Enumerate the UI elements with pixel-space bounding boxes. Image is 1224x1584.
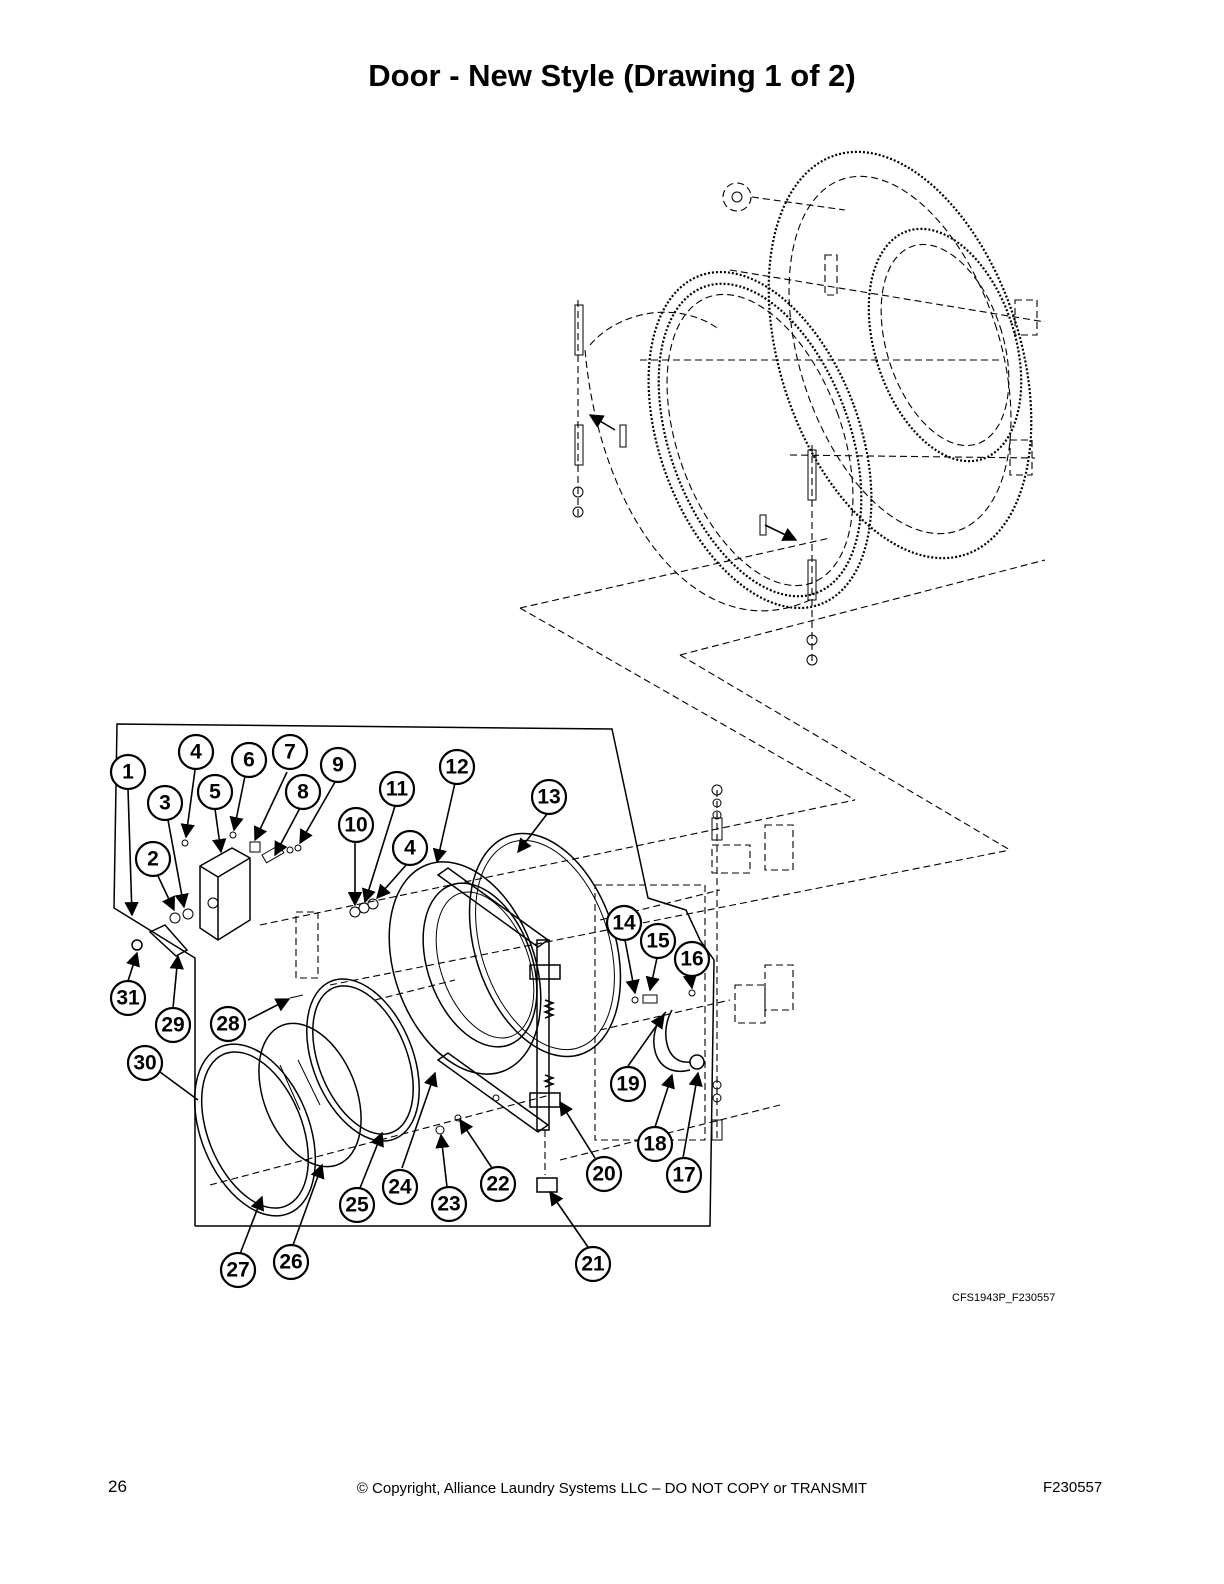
svg-text:15: 15	[646, 930, 670, 953]
callout-3: 3	[146, 784, 184, 822]
svg-text:25: 25	[345, 1194, 369, 1217]
svg-text:13: 13	[537, 786, 560, 809]
assembly-guide-lines	[209, 799, 1011, 1186]
svg-text:6: 6	[243, 749, 255, 772]
callout-20: 20	[585, 1155, 623, 1193]
svg-text:4: 4	[404, 837, 416, 860]
callout-18: 18	[636, 1125, 674, 1163]
callout-29: 29	[154, 1006, 192, 1044]
page-number: 26	[108, 1477, 127, 1496]
callout-4: 4	[177, 733, 215, 771]
callout-12: 12	[438, 748, 476, 786]
svg-text:4: 4	[190, 741, 202, 764]
document-number: F230557	[1043, 1479, 1103, 1496]
drawing-code: CFS1943P_F230557	[952, 1292, 1056, 1304]
callout-1: 1	[109, 753, 147, 791]
callout-31: 31	[109, 979, 147, 1017]
callout-30: 30	[126, 1044, 164, 1082]
svg-text:31: 31	[116, 987, 140, 1010]
svg-text:24: 24	[388, 1176, 412, 1199]
callout-5: 5	[196, 773, 234, 811]
svg-text:27: 27	[226, 1259, 249, 1282]
copyright-notice: © Copyright, Alliance Laundry Systems LL…	[356, 1480, 868, 1497]
door-shell-upper-view	[519, 150, 1046, 851]
svg-text:30: 30	[133, 1052, 156, 1075]
svg-text:9: 9	[332, 754, 344, 777]
svg-text:16: 16	[680, 948, 703, 971]
callout-2: 2	[134, 840, 172, 878]
front-panel-outline	[113, 723, 715, 1227]
svg-text:11: 11	[386, 778, 409, 801]
callout-9: 9	[319, 746, 357, 784]
callout-7: 7	[271, 733, 309, 771]
svg-text:21: 21	[581, 1253, 605, 1276]
svg-text:14: 14	[612, 912, 636, 935]
callout-26: 26	[272, 1243, 310, 1281]
callout-leaders	[124, 769, 703, 1255]
callout-23: 23	[430, 1185, 468, 1223]
callout-24: 24	[381, 1168, 419, 1206]
svg-text:29: 29	[161, 1014, 184, 1037]
callout-25: 25	[338, 1186, 376, 1224]
svg-text:20: 20	[592, 1163, 615, 1186]
callout-19: 19	[609, 1065, 647, 1103]
svg-text:28: 28	[216, 1013, 240, 1036]
callout-11: 11	[378, 770, 416, 808]
callout-21: 21	[574, 1245, 612, 1283]
callout-4-second: 4	[391, 829, 429, 867]
svg-text:3: 3	[159, 792, 171, 815]
callout-17: 17	[665, 1156, 703, 1194]
callout-16: 16	[673, 940, 711, 978]
callout-28: 28	[209, 1005, 247, 1043]
callout-8: 8	[284, 773, 322, 811]
svg-text:1: 1	[122, 761, 134, 784]
svg-text:19: 19	[616, 1073, 639, 1096]
door-parts-lower-view	[131, 784, 794, 1217]
svg-text:22: 22	[486, 1173, 509, 1196]
callout-22: 22	[479, 1165, 517, 1203]
svg-text:26: 26	[279, 1251, 302, 1274]
callout-10: 10	[337, 806, 375, 844]
svg-text:23: 23	[437, 1193, 460, 1216]
svg-text:10: 10	[344, 814, 367, 837]
svg-text:8: 8	[297, 781, 309, 804]
callout-27: 27	[219, 1251, 257, 1289]
page-title: Door - New Style (Drawing 1 of 2)	[368, 58, 856, 93]
svg-text:2: 2	[147, 848, 159, 871]
svg-text:5: 5	[209, 781, 221, 804]
svg-text:12: 12	[445, 756, 468, 779]
svg-text:18: 18	[643, 1133, 667, 1156]
callout-6: 6	[230, 741, 268, 779]
callout-13: 13	[530, 778, 568, 816]
svg-text:7: 7	[284, 741, 296, 764]
callout-15: 15	[639, 922, 677, 960]
svg-text:17: 17	[672, 1164, 695, 1187]
callout-14: 14	[605, 904, 643, 942]
